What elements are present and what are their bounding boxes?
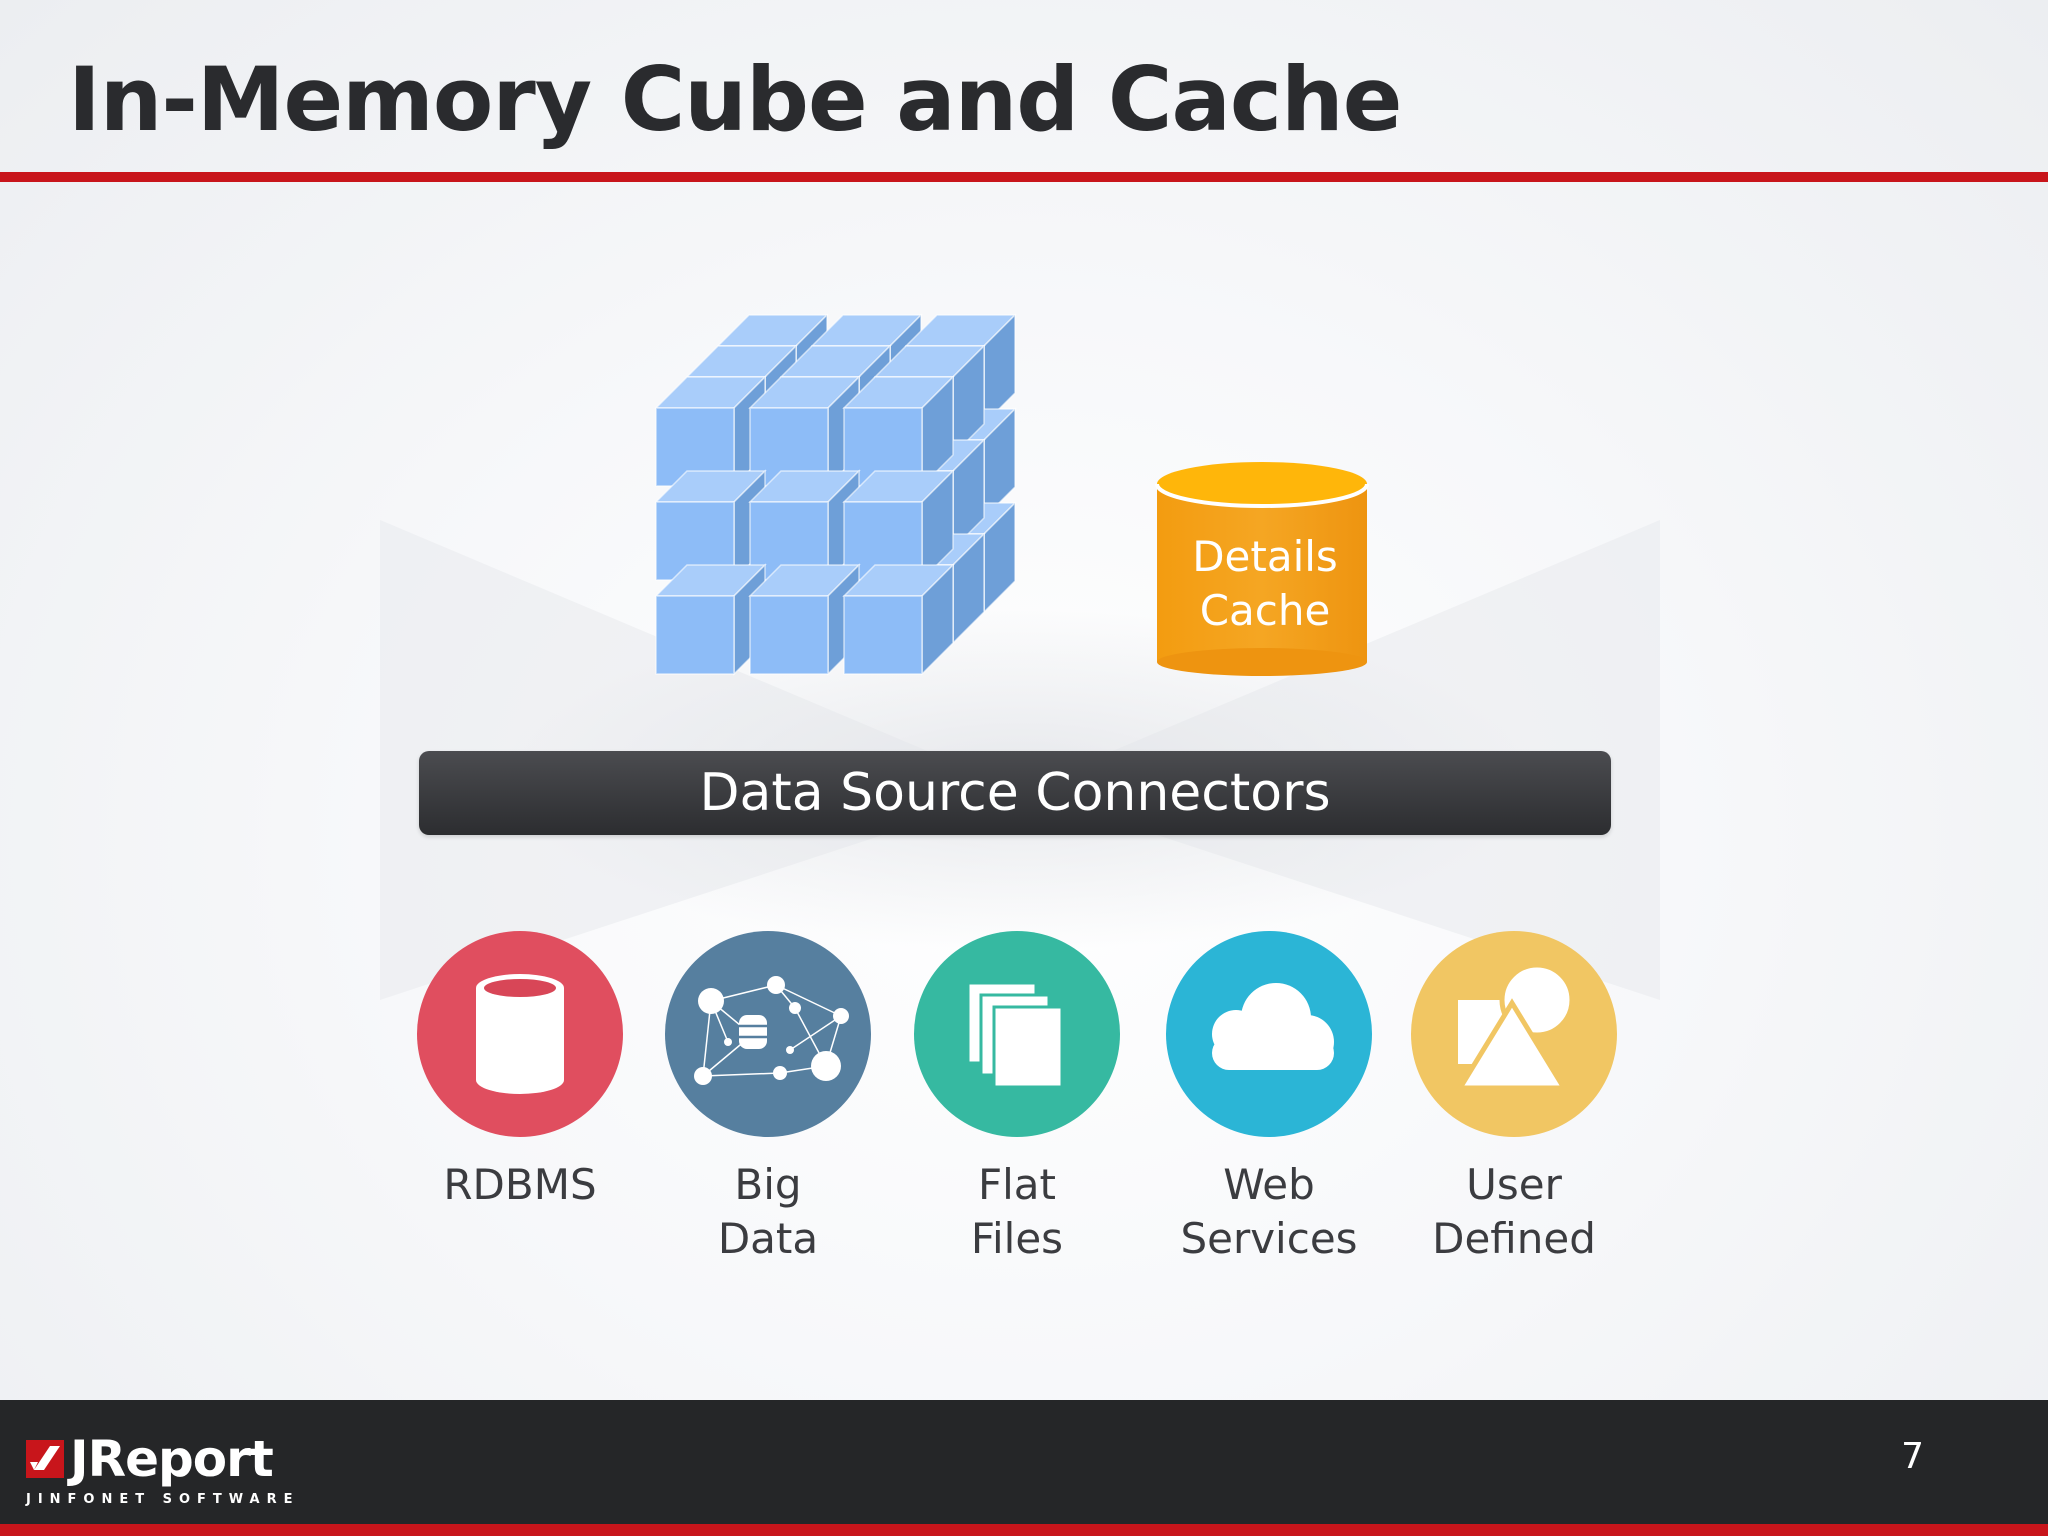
cache-label-line1: Details bbox=[1192, 532, 1338, 581]
source-circle-flat-files bbox=[914, 931, 1120, 1137]
source-circle-web-services bbox=[1166, 931, 1372, 1137]
cube-block bbox=[842, 469, 955, 582]
logo-text: JReport bbox=[70, 1430, 274, 1488]
source-label-user-defined: User Defined bbox=[1384, 1158, 1644, 1266]
cube-block bbox=[842, 563, 955, 676]
source-circle-rdbms bbox=[417, 931, 623, 1137]
source-label-rdbms: RDBMS bbox=[390, 1158, 650, 1212]
data-source-connectors-bar: Data Source Connectors bbox=[419, 751, 1611, 835]
cube-block bbox=[748, 375, 861, 488]
cube-block bbox=[654, 469, 767, 582]
source-label-line1: Big bbox=[734, 1160, 802, 1209]
shapes-icon bbox=[1455, 962, 1575, 1091]
page-number: 7 bbox=[1901, 1436, 1924, 1477]
source-circle-user-defined bbox=[1411, 931, 1617, 1137]
details-cache-label: Details Cache bbox=[1160, 530, 1370, 638]
slide-footer: JReport JINFONET SOFTWARE 7 bbox=[0, 1400, 2048, 1536]
source-label-line1: Flat bbox=[977, 1160, 1057, 1209]
logo-tagline: JINFONET SOFTWARE bbox=[26, 1492, 300, 1507]
source-label-line2: Data bbox=[717, 1214, 819, 1263]
source-label-line1: User bbox=[1466, 1160, 1562, 1209]
footer-divider bbox=[0, 1524, 2048, 1536]
network-icon bbox=[694, 976, 849, 1085]
in-memory-cube bbox=[654, 313, 1017, 676]
files-icon bbox=[966, 981, 1064, 1089]
cube-block bbox=[654, 375, 767, 488]
source-label-line2: Defined bbox=[1432, 1214, 1596, 1263]
cloud-icon bbox=[1212, 983, 1334, 1070]
title-divider bbox=[0, 172, 2048, 182]
database-icon bbox=[476, 974, 564, 1094]
connector-label: Data Source Connectors bbox=[699, 763, 1331, 823]
logo-mark-icon bbox=[26, 1440, 64, 1478]
source-label-line1: RDBMS bbox=[443, 1160, 597, 1209]
source-label-big-data: Big Data bbox=[638, 1158, 898, 1266]
source-label-flat-files: Flat Files bbox=[887, 1158, 1147, 1266]
cube-block bbox=[654, 563, 767, 676]
cube-block bbox=[842, 375, 955, 488]
cube-block bbox=[748, 563, 861, 676]
cube-block bbox=[748, 469, 861, 582]
source-label-line1: Web bbox=[1223, 1160, 1315, 1209]
details-cache-cylinder bbox=[1155, 462, 1369, 676]
source-circle-big-data bbox=[665, 931, 871, 1137]
slide-title: In-Memory Cube and Cache bbox=[68, 48, 1402, 151]
source-label-web-services: Web Services bbox=[1139, 1158, 1399, 1266]
source-label-line2: Files bbox=[970, 1214, 1064, 1263]
source-label-line2: Services bbox=[1180, 1214, 1358, 1263]
cache-label-line2: Cache bbox=[1199, 586, 1331, 635]
